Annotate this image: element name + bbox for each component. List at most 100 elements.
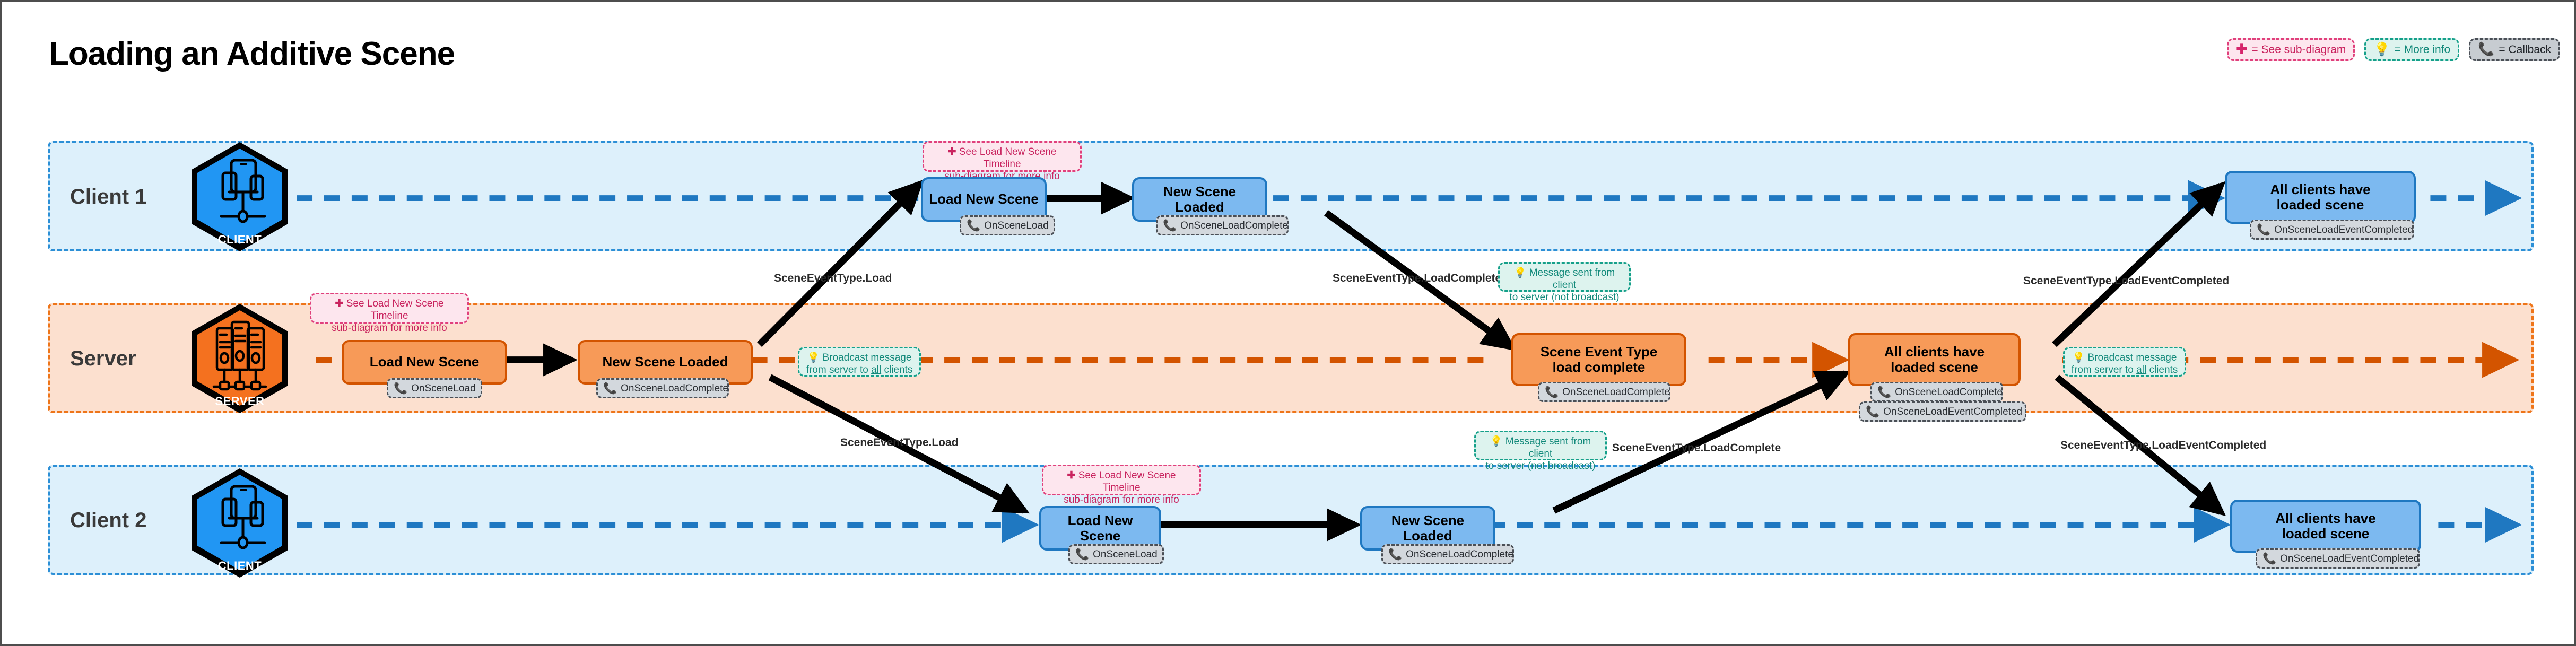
note-line2: to server (not broadcast) [1509, 292, 1620, 303]
note-see-sub-diagram-client1: ✚ See Load New Scene Timeline sub-diagra… [923, 141, 1082, 182]
lightbulb-icon: 💡 [1513, 267, 1527, 278]
note-see-sub-diagram-server: ✚ See Load New Scene Timeline sub-diagra… [310, 293, 469, 334]
phone-callback-icon: 📞 [394, 382, 408, 395]
plus-cross-icon: ✚ [1067, 470, 1076, 481]
actor-caption-client1: CLIENT [217, 233, 262, 246]
callback-sv-scene-event-on-scene-load-complete: 📞 OnSceneLoadComplete [1538, 382, 1670, 402]
note-line2-post: clients [881, 364, 913, 376]
actor-client2: CLIENT [190, 467, 289, 579]
callback-c1-on-scene-load-complete: 📞 OnSceneLoadComplete [1156, 215, 1289, 235]
callback-label: OnSceneLoad [1093, 548, 1158, 560]
actor-caption-client2: CLIENT [217, 559, 262, 572]
callback-label: OnSceneLoad [411, 382, 476, 394]
phone-callback-icon: 📞 [1163, 219, 1177, 232]
phone-callback-icon: 📞 [603, 382, 617, 395]
callback-label: OnSceneLoadComplete [1180, 220, 1288, 231]
note-line1: Message sent from client [1529, 267, 1615, 291]
callback-label: OnSceneLoadComplete [1562, 386, 1670, 398]
callback-c2-on-scene-load-complete: 📞 OnSceneLoadComplete [1381, 544, 1514, 564]
phone-callback-icon: 📞 [1877, 386, 1892, 398]
note-line2-post: clients [2146, 364, 2178, 376]
note-line1: See Load New Scene Timeline [346, 298, 444, 322]
note-broadcast-server-1: 💡 Broadcast message from server to all c… [798, 347, 921, 377]
actor-caption-server: SERVER [215, 395, 265, 408]
callback-sv-on-scene-load-complete: 📞 OnSceneLoadComplete [596, 378, 729, 398]
client-devices-icon [190, 467, 289, 579]
plus-cross-icon: ✚ [2236, 42, 2248, 57]
note-line2: sub-diagram for more info [1064, 494, 1179, 506]
edge-label-c1-load: SceneEventType.Load [774, 272, 892, 284]
phone-callback-icon: 📞 [1866, 405, 1880, 418]
lane-label-client1: Client 1 [70, 185, 147, 208]
note-line2-pre: from server to [2071, 364, 2137, 376]
callback-c1-on-scene-load-event-completed: 📞 OnSceneLoadEventCompleted [2250, 220, 2414, 240]
legend-item-callback: 📞 = Callback [2469, 38, 2560, 61]
phone-callback-icon: 📞 [1388, 548, 1403, 561]
plus-cross-icon: ✚ [947, 146, 956, 158]
phone-callback-icon: 📞 [1075, 548, 1090, 561]
callback-label: OnSceneLoadEventCompleted [2274, 224, 2414, 235]
server-racks-icon [190, 303, 289, 414]
lane-client2 [48, 465, 2534, 575]
callback-c2-on-scene-load-event-completed: 📞 OnSceneLoadEventCompleted [2256, 548, 2420, 569]
edge-label-sv-load-event-completed-c2: SceneEventType.LoadEventCompleted [2060, 439, 2267, 451]
note-line2-emphasis: all [2136, 364, 2147, 376]
node-sv-load-new-scene[interactable]: Load New Scene [342, 340, 507, 385]
lane-label-client2: Client 2 [70, 509, 147, 532]
lightbulb-icon: 💡 [1490, 436, 1503, 447]
callback-c2-on-scene-load: 📞 OnSceneLoad [1068, 544, 1164, 564]
note-line2-pre: from server to [806, 364, 872, 376]
callback-c1-on-scene-load: 📞 OnSceneLoad [960, 215, 1055, 235]
note-line1: Broadcast message [822, 352, 912, 363]
legend-label-callback: = Callback [2499, 43, 2551, 56]
callback-label: OnSceneLoadEventCompleted [1883, 406, 2023, 417]
edge-label-c2-load-complete: SceneEventType.LoadComplete [1612, 442, 1781, 454]
node-c1-all-clients-loaded[interactable]: All clients have loaded scene [2225, 171, 2416, 224]
phone-callback-icon: 📞 [2478, 42, 2495, 57]
phone-callback-icon: 📞 [1545, 386, 1559, 398]
page-title: Loading an Additive Scene [49, 36, 455, 72]
actor-client1: CLIENT [190, 141, 289, 252]
lightbulb-icon: 💡 [2072, 352, 2085, 363]
callback-label: OnSceneLoadEventCompleted [2280, 553, 2420, 564]
node-sv-scene-event-type-load-complete[interactable]: Scene Event Type load complete [1511, 333, 1686, 386]
callback-label: OnSceneLoadComplete [1895, 386, 2003, 398]
note-line2: to server (not broadcast) [1485, 460, 1596, 472]
lane-client1 [48, 141, 2534, 251]
legend-item-see-sub-diagram: ✚ = See sub-diagram [2227, 38, 2355, 61]
lightbulb-icon: 💡 [2373, 42, 2390, 57]
note-not-broadcast-client2: 💡 Message sent from client to server (no… [1474, 431, 1607, 472]
plus-cross-icon: ✚ [335, 298, 344, 309]
phone-callback-icon: 📞 [967, 219, 981, 232]
note-line1: See Load New Scene Timeline [959, 146, 1057, 170]
legend-label-more-info: = More info [2394, 43, 2451, 56]
lane-label-server: Server [70, 347, 136, 370]
node-c2-new-scene-loaded[interactable]: New Scene Loaded [1360, 506, 1495, 551]
note-line1: Message sent from client [1505, 436, 1591, 460]
callback-sv-all-on-scene-load-complete: 📞 OnSceneLoadComplete [1870, 382, 2003, 402]
phone-callback-icon: 📞 [2262, 552, 2277, 565]
callback-label: OnSceneLoadComplete [621, 382, 728, 394]
note-line2: sub-diagram for more info [332, 322, 447, 334]
callback-sv-on-scene-load: 📞 OnSceneLoad [387, 378, 482, 398]
legend-item-more-info: 💡 = More info [2364, 38, 2460, 61]
callback-label: OnSceneLoadComplete [1406, 548, 1513, 560]
node-c2-load-new-scene[interactable]: Load New Scene [1039, 506, 1161, 551]
note-line1: See Load New Scene Timeline [1078, 470, 1176, 494]
edge-label-sv-load-event-completed-c1: SceneEventType.LoadEventCompleted [2023, 275, 2230, 287]
node-sv-new-scene-loaded[interactable]: New Scene Loaded [578, 340, 753, 385]
callback-sv-all-on-scene-load-event-completed: 📞 OnSceneLoadEventCompleted [1859, 401, 2026, 422]
legend: ✚ = See sub-diagram 💡 = More info 📞 = Ca… [2227, 38, 2560, 61]
node-sv-all-clients-loaded[interactable]: All clients have loaded scene [1848, 333, 2021, 386]
note-line1: Broadcast message [2087, 352, 2177, 363]
node-c2-all-clients-loaded[interactable]: All clients have loaded scene [2230, 500, 2421, 553]
note-not-broadcast-client1: 💡 Message sent from client to server (no… [1498, 262, 1631, 303]
client-devices-icon [190, 141, 289, 252]
note-line2-emphasis: all [871, 364, 882, 376]
callback-label: OnSceneLoad [984, 220, 1049, 231]
phone-callback-icon: 📞 [2257, 223, 2271, 236]
note-broadcast-server-2: 💡 Broadcast message from server to all c… [2063, 347, 2186, 377]
actor-server: SERVER [190, 303, 289, 414]
edge-label-c1-load-complete: SceneEventType.LoadComplete [1333, 272, 1502, 284]
